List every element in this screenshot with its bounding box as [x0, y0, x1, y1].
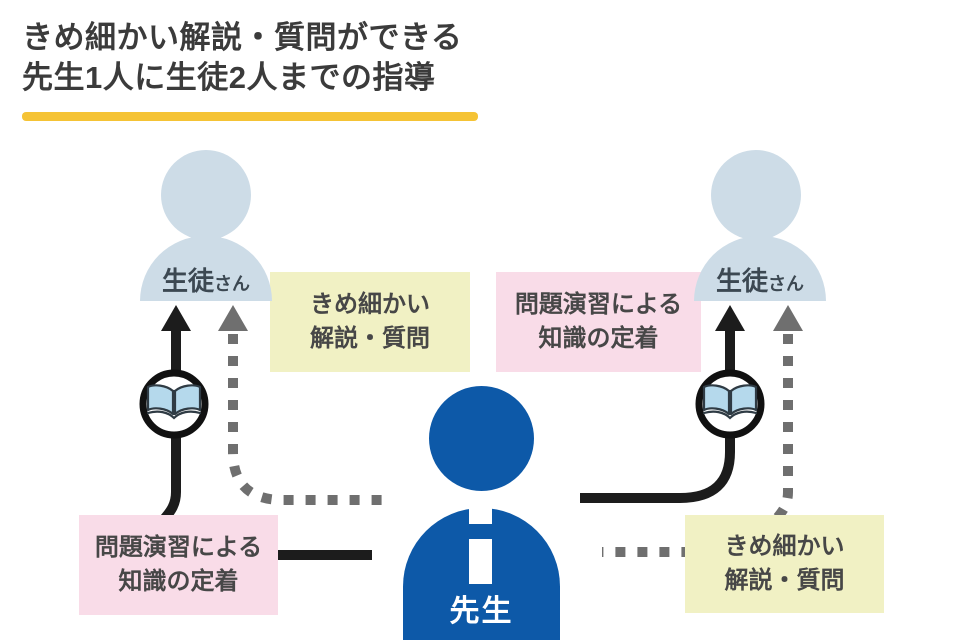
right-dashed-arrowhead	[773, 305, 803, 331]
label-line: きめ細かい	[724, 533, 845, 560]
right-solid-arrowhead	[715, 305, 745, 331]
page-title-line1: きめ細かい解説・質問ができる	[22, 20, 463, 55]
label-box-detailed-explanation-left: きめ細かい 解説・質問	[270, 272, 470, 372]
page-title: きめ細かい解説・質問ができる 先生1人に生徒2人までの指導	[22, 18, 462, 98]
teacher-body: 先生	[403, 508, 560, 640]
teacher-shirt	[469, 539, 492, 584]
student-label-main: 生徒	[161, 266, 214, 296]
student-left-avatar	[161, 150, 251, 240]
title-underline	[22, 112, 478, 121]
right-solid-path	[580, 328, 735, 503]
label-line: 知識の定着	[118, 568, 239, 595]
teacher-avatar	[429, 386, 534, 491]
label-line: 問題演習による	[94, 534, 263, 561]
student-label-suffix: さん	[214, 274, 250, 294]
label-box-practice-bottom-left: 問題演習による 知識の定着	[79, 515, 278, 615]
left-dashed-path	[228, 334, 389, 505]
left-solid-arrowhead	[161, 305, 191, 331]
student-right-label: 生徒さん	[680, 261, 840, 298]
teacher-collar	[469, 508, 492, 524]
label-box-detailed-explanation-bottom-right: きめ細かい 解説・質問	[685, 515, 884, 613]
student-left-label: 生徒さん	[126, 261, 286, 298]
left-dashed-arrowhead	[218, 305, 248, 331]
label-line: 知識の定着	[538, 325, 659, 352]
teacher-label: 先生	[449, 595, 514, 628]
student-label-main: 生徒	[715, 266, 768, 296]
label-line: きめ細かい	[310, 291, 430, 318]
label-line: 問題演習による	[514, 291, 683, 318]
student-right-avatar	[711, 150, 801, 240]
page-title-line2: 先生1人に生徒2人までの指導	[22, 60, 436, 95]
book-icon	[139, 369, 209, 439]
label-box-practice-right-center: 問題演習による 知識の定着	[496, 272, 701, 372]
label-line: 解説・質問	[310, 325, 430, 352]
student-label-suffix: さん	[768, 274, 804, 294]
book-icon	[695, 369, 765, 439]
label-line: 解説・質問	[724, 567, 845, 594]
